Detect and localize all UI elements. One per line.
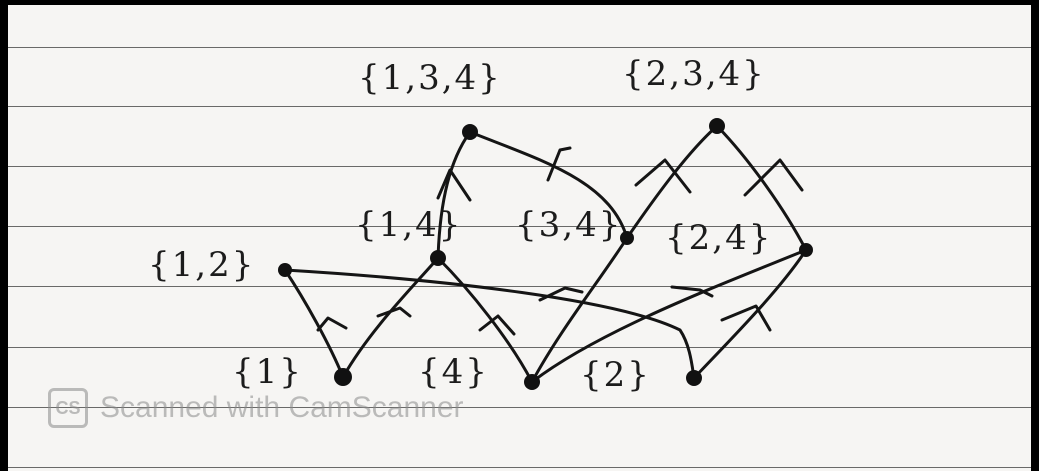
arrow-mark [743,158,804,197]
label-4: {4} [418,352,489,392]
ruled-line [8,467,1031,468]
camscanner-watermark: CS Scanned with CamScanner [48,388,464,428]
label-34: {3,4} [515,205,623,245]
node-1 [334,368,352,386]
edge-4-to-14 [436,256,534,384]
camscanner-logo-icon: CS [48,388,88,428]
ruled-line [8,226,1031,227]
label-24: {2,4} [665,218,773,258]
edge-4-to-34 [530,236,629,384]
ruled-line [8,407,1031,408]
arrow-mark [670,285,714,298]
node-2 [686,370,702,386]
label-2: {2} [580,355,651,395]
edge-34-to-134 [468,130,629,240]
node-12 [278,263,292,277]
edge-4-to-24 [530,248,808,384]
arrow-mark [538,286,584,302]
edge-14-to-134 [436,130,472,260]
edge-12-to-2 [283,268,696,380]
node-24 [799,243,813,257]
edge-24-to-234 [715,124,808,252]
node-34 [620,231,634,245]
node-234 [709,118,725,134]
arrow-mark [376,306,412,318]
node-14 [430,250,446,266]
arrow-mark [634,158,692,194]
node-4 [524,374,540,390]
ruled-line [8,347,1031,348]
label-234: {2,3,4} [622,54,766,94]
label-14: {1,4} [355,205,463,245]
arrow-mark [436,168,472,202]
edge-2-to-24 [692,248,808,380]
notebook-page [8,5,1031,471]
node-134 [462,124,478,140]
ruled-line [8,166,1031,167]
arrow-mark [478,314,516,336]
ruled-line [8,106,1031,107]
label-134: {1,3,4} [358,58,502,98]
watermark-text: Scanned with CamScanner [100,391,464,424]
edge-1-to-12 [283,268,345,379]
arrow-mark [720,304,772,332]
ruled-line [8,47,1031,48]
arrow-mark [546,146,572,182]
arrow-mark [316,316,348,332]
label-1: {1} [232,352,303,392]
label-12: {1,2} [148,245,256,285]
ruled-line [8,286,1031,287]
